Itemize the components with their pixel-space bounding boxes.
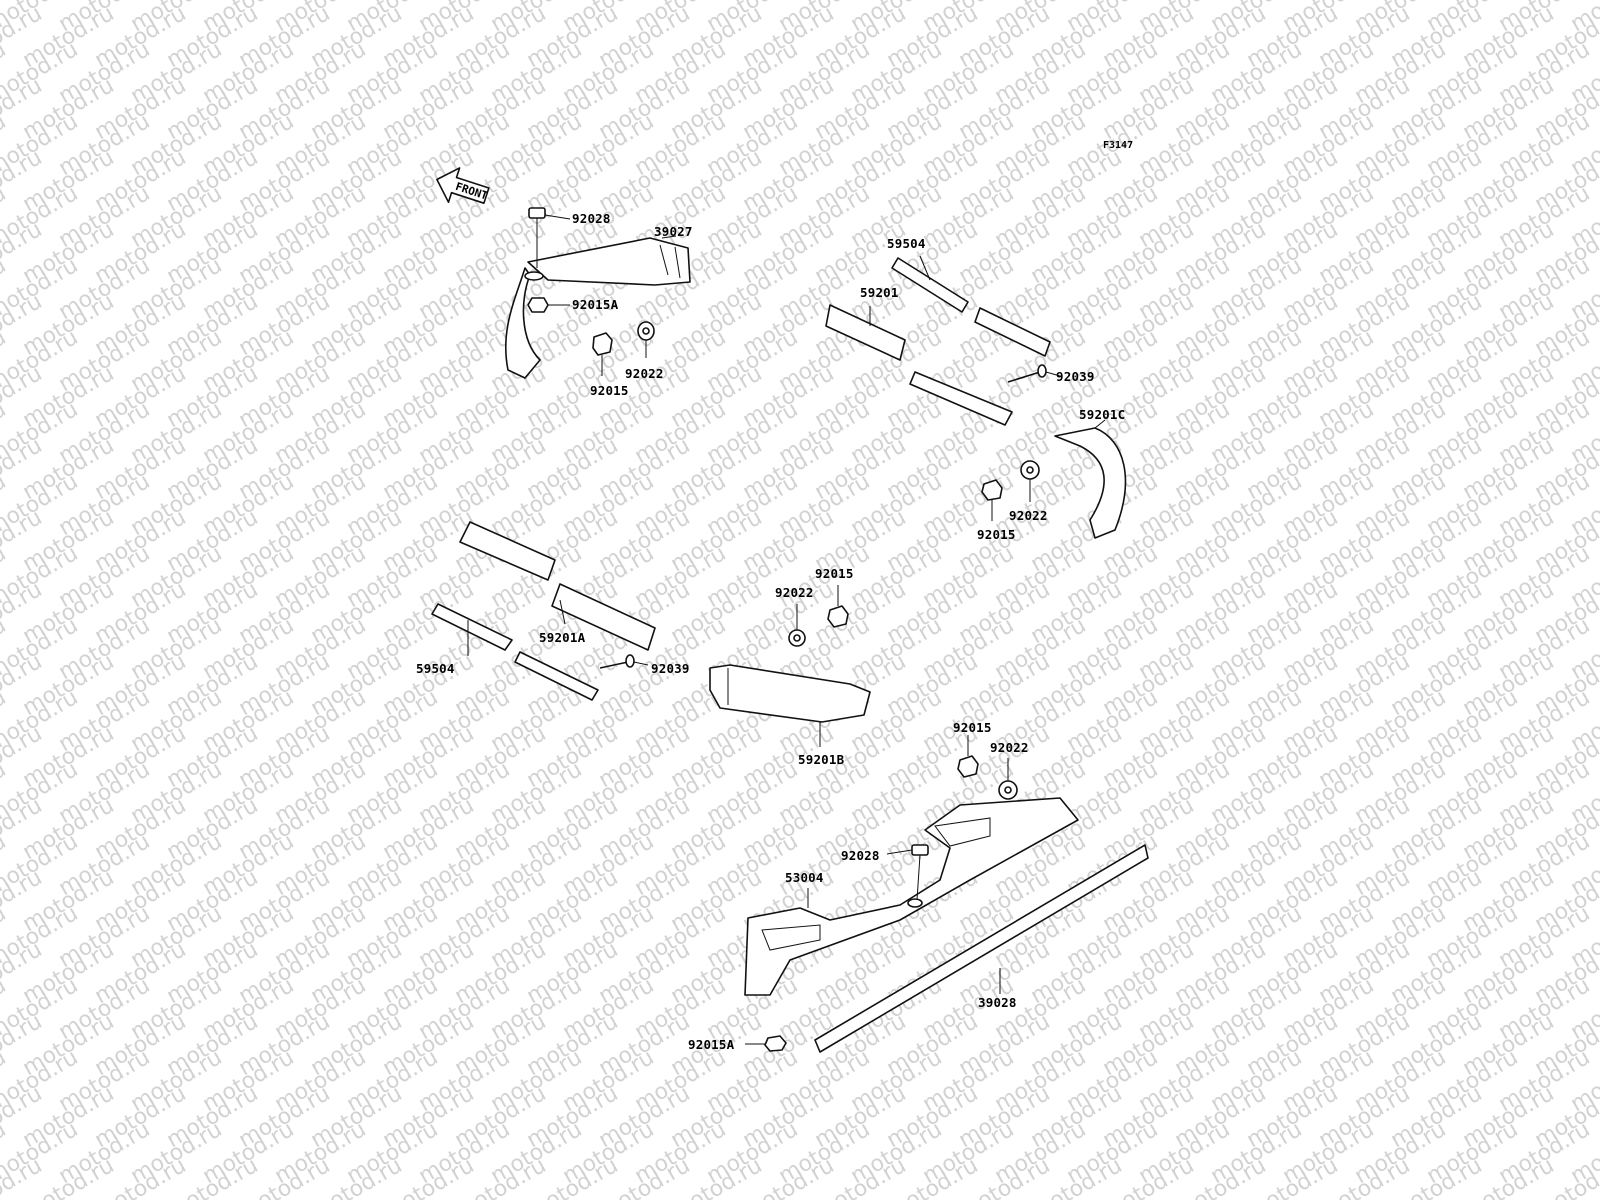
label-92015A-top: 92015A — [572, 297, 619, 312]
label-92022-top: 92022 — [625, 366, 664, 381]
washer-92022-right — [1020, 460, 1040, 480]
figure-ref: F3147 — [1103, 140, 1133, 151]
label-92015A-bottom: 92015A — [688, 1037, 735, 1052]
washer-92022-top — [637, 321, 655, 341]
label-92028-top: 92028 — [572, 211, 611, 226]
label-92015-bottom: 92015 — [953, 720, 992, 735]
label-59201C: 59201C — [1079, 407, 1125, 422]
label-92022-right: 92022 — [1009, 508, 1048, 523]
label-92028-bottom: 92028 — [841, 848, 880, 863]
label-92039-lower: 92039 — [651, 661, 690, 676]
label-92039-upper: 92039 — [1056, 369, 1095, 384]
washer-92022-bottom — [998, 780, 1018, 800]
label-53004: 53004 — [785, 870, 824, 885]
washer-92022-mid — [788, 629, 806, 647]
label-92022-bottom: 92022 — [990, 740, 1029, 755]
nut-92015-bottom — [957, 755, 979, 778]
nut-92015A-top — [527, 297, 549, 313]
label-39028: 39028 — [978, 995, 1017, 1010]
label-92015-right: 92015 — [977, 527, 1016, 542]
nut-92015A-bottom — [764, 1035, 787, 1052]
label-59201B: 59201B — [798, 752, 845, 767]
label-59201A: 59201A — [539, 630, 586, 645]
label-59504-upper: 59504 — [887, 236, 926, 251]
label-92022-mid: 92022 — [775, 585, 814, 600]
nut-92015-mid — [827, 605, 849, 628]
label-92015-mid: 92015 — [815, 566, 854, 581]
label-59504-lower: 59504 — [416, 661, 455, 676]
label-39027: 39027 — [654, 224, 693, 239]
label-92015-top: 92015 — [590, 383, 629, 398]
nut-92015-right — [981, 479, 1003, 501]
label-59201: 59201 — [860, 285, 899, 300]
nut-92015-top — [592, 332, 613, 356]
